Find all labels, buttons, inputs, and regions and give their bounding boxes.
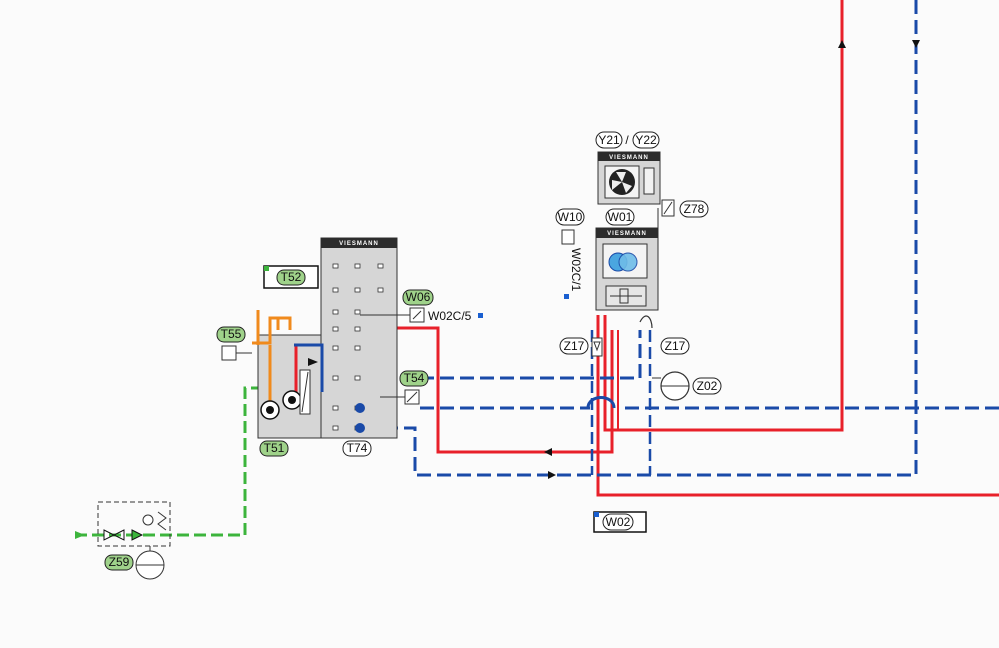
z17-left-sensor: [591, 337, 603, 357]
z17-left-label: Z17: [564, 339, 585, 353]
t74-label: T74: [347, 441, 368, 455]
return-pipe-bypass-loop: [586, 396, 616, 409]
z78-tag: [679, 200, 709, 218]
outdoor-unit-brand: VIESMANN: [609, 155, 649, 161]
t74-tag: [342, 440, 372, 457]
z02-expansion-vessel: [652, 371, 690, 401]
indoor-unit-brand: VIESMANN: [607, 231, 647, 237]
cold-water-inlet-arrow: [75, 531, 85, 539]
storage-tank: VIESMANN: [320, 237, 398, 439]
z02-label: Z02: [697, 379, 718, 393]
w10-sensor: [561, 229, 575, 245]
y22-tag: [632, 131, 660, 149]
return-pipe-to-storage-2: [420, 330, 642, 380]
w06-label: W06: [406, 290, 431, 304]
return-flow-arrow: [912, 40, 920, 48]
return-bottom-arrow: [548, 471, 556, 479]
z17-right-sensor: [639, 315, 653, 329]
z02-tag: [692, 377, 722, 395]
w02c5-label: W02C/5: [428, 309, 472, 323]
w02c1-label: W02C/1: [569, 248, 583, 292]
t55-label: T55: [221, 327, 242, 341]
z17-right-label: Z17: [665, 339, 686, 353]
z59-safety-group: [97, 501, 171, 580]
t55-tag: [216, 326, 246, 343]
t54-label: T54: [404, 371, 425, 385]
y21-tag: [595, 131, 623, 149]
supply-flow-arrow: [838, 40, 846, 48]
w02c5-connector: [478, 313, 483, 318]
z78-label: Z78: [684, 202, 705, 216]
supply-pipe-right-main: [603, 0, 844, 432]
z17-left-tag: [559, 337, 589, 355]
storage-tank-brand: VIESMANN: [339, 241, 379, 247]
t55-sensor: [221, 345, 237, 361]
cold-water-pipe: [75, 345, 280, 537]
y21-y22-separator: /: [625, 133, 629, 147]
mixing-valve-icon: [308, 358, 318, 366]
supply-return-arrow: [544, 448, 552, 456]
w10-label: W10: [558, 210, 583, 224]
t52-label: T52: [281, 270, 302, 284]
w01-label: W01: [608, 210, 633, 224]
pipe-network: [75, 0, 999, 539]
z17-right-tag: [660, 337, 690, 355]
z59-label: Z59: [109, 555, 130, 569]
y22-label: Y22: [635, 133, 657, 147]
t51-tag: [259, 440, 289, 457]
t51-label: T51: [264, 441, 285, 455]
t54-tag: [399, 370, 429, 387]
w01-tag: [605, 208, 635, 226]
z59-tag: [104, 554, 134, 571]
w02c1-connector: [564, 294, 569, 299]
hydraulic-module: [252, 310, 324, 439]
w10-tag: [555, 208, 585, 226]
indoor-unit: VIESMANN: [595, 227, 659, 311]
supply-pipe-bottom-loop: [596, 315, 999, 497]
supply-pipe-to-storage: [358, 326, 614, 454]
y21-label: Y21: [598, 133, 620, 147]
outdoor-unit: VIESMANN: [597, 151, 661, 205]
w06-tag: [402, 289, 434, 306]
w02-label: W02: [606, 515, 631, 529]
